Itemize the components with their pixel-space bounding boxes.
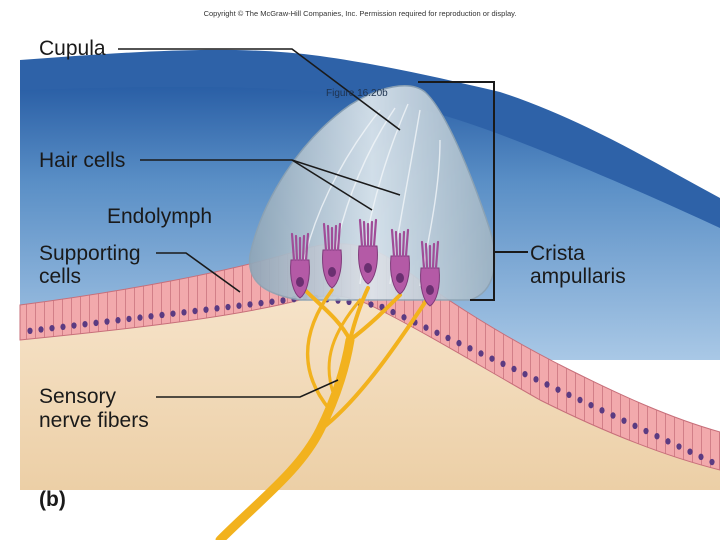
cell-nucleus bbox=[511, 365, 517, 373]
cell-nucleus bbox=[214, 305, 220, 312]
sensory-nerve-fibers bbox=[215, 286, 432, 540]
cell-nucleus bbox=[104, 318, 110, 325]
cell-nucleus bbox=[522, 370, 528, 378]
cell-nucleus bbox=[148, 313, 154, 320]
cell-nucleus bbox=[60, 323, 66, 331]
cell-nucleus bbox=[170, 310, 176, 317]
figure-reference: Figure 16.20b bbox=[326, 88, 388, 99]
cell-nucleus bbox=[27, 327, 33, 334]
cell-nucleus bbox=[544, 381, 550, 388]
cell-nucleus bbox=[137, 314, 143, 321]
cell-nucleus bbox=[709, 458, 715, 466]
label-sensory-line2: nerve fibers bbox=[39, 409, 149, 432]
cell-nucleus bbox=[280, 297, 286, 304]
cell-nucleus bbox=[632, 422, 638, 430]
cell-nucleus bbox=[38, 326, 44, 333]
label-crista-line1: Crista bbox=[530, 242, 585, 265]
crista-bracket bbox=[418, 81, 495, 301]
cell-nucleus bbox=[577, 396, 583, 404]
cell-nucleus bbox=[181, 309, 187, 316]
hair-cells bbox=[290, 218, 440, 307]
label-crista-line2: ampullaris bbox=[530, 265, 626, 288]
label-hair-cells: Hair cells bbox=[39, 149, 126, 172]
cell-nucleus bbox=[489, 355, 495, 362]
cell-nucleus bbox=[643, 427, 649, 435]
cell-nucleus bbox=[687, 448, 693, 455]
cell-nucleus bbox=[654, 432, 660, 440]
cell-nucleus bbox=[401, 314, 407, 321]
cell-nucleus bbox=[676, 443, 682, 450]
hair-cell bbox=[358, 218, 378, 285]
cell-nucleus bbox=[665, 438, 671, 445]
cell-nucleus bbox=[555, 386, 561, 393]
hair-cell bbox=[290, 232, 310, 299]
cell-nucleus bbox=[599, 407, 605, 414]
cell-nucleus bbox=[269, 298, 275, 305]
label-cupula: Cupula bbox=[39, 37, 106, 60]
cell-nucleus bbox=[159, 311, 165, 319]
cell-nucleus bbox=[621, 417, 627, 424]
cell-nucleus bbox=[588, 401, 594, 409]
connective-tissue bbox=[20, 295, 720, 490]
hair-cell bbox=[322, 222, 342, 289]
cell-nucleus bbox=[247, 301, 253, 308]
cell-nucleus bbox=[258, 299, 264, 307]
cell-nucleus bbox=[533, 376, 539, 383]
cell-nucleus bbox=[192, 307, 198, 315]
hair-cell bbox=[420, 240, 440, 307]
cell-nucleus bbox=[566, 391, 572, 399]
cell-nucleus bbox=[445, 334, 451, 342]
cell-nucleus bbox=[610, 412, 616, 419]
cell-nucleus bbox=[82, 321, 88, 328]
label-endolymph: Endolymph bbox=[107, 205, 213, 228]
cell-nucleus bbox=[115, 317, 121, 324]
cell-nucleus bbox=[236, 302, 242, 309]
cell-nucleus bbox=[203, 306, 209, 313]
cell-nucleus bbox=[698, 453, 704, 461]
panel-label: (b) bbox=[39, 488, 66, 511]
cell-nucleus bbox=[126, 315, 132, 323]
label-sensory-line1: Sensory bbox=[39, 385, 117, 408]
hair-cell bbox=[390, 228, 410, 295]
cell-nucleus bbox=[478, 350, 484, 357]
cell-nucleus bbox=[225, 303, 231, 311]
label-supporting-line2: cells bbox=[39, 265, 82, 288]
duct-wall bbox=[0, 0, 720, 231]
cell-nucleus bbox=[467, 345, 473, 352]
cell-nucleus bbox=[423, 324, 429, 331]
cell-nucleus bbox=[390, 308, 396, 316]
cell-nucleus bbox=[368, 301, 374, 308]
copyright-notice: Copyright © The McGraw-Hill Companies, I… bbox=[203, 9, 517, 18]
cell-nucleus bbox=[434, 329, 440, 336]
cell-nuclei bbox=[27, 293, 715, 466]
cell-nucleus bbox=[71, 322, 77, 329]
leader-lines bbox=[118, 48, 401, 398]
label-supporting-line1: Supporting bbox=[39, 242, 141, 265]
cell-nucleus bbox=[456, 339, 462, 347]
cell-nucleus bbox=[93, 319, 99, 327]
cell-nucleus bbox=[49, 324, 55, 332]
cell-nucleus bbox=[500, 360, 506, 368]
